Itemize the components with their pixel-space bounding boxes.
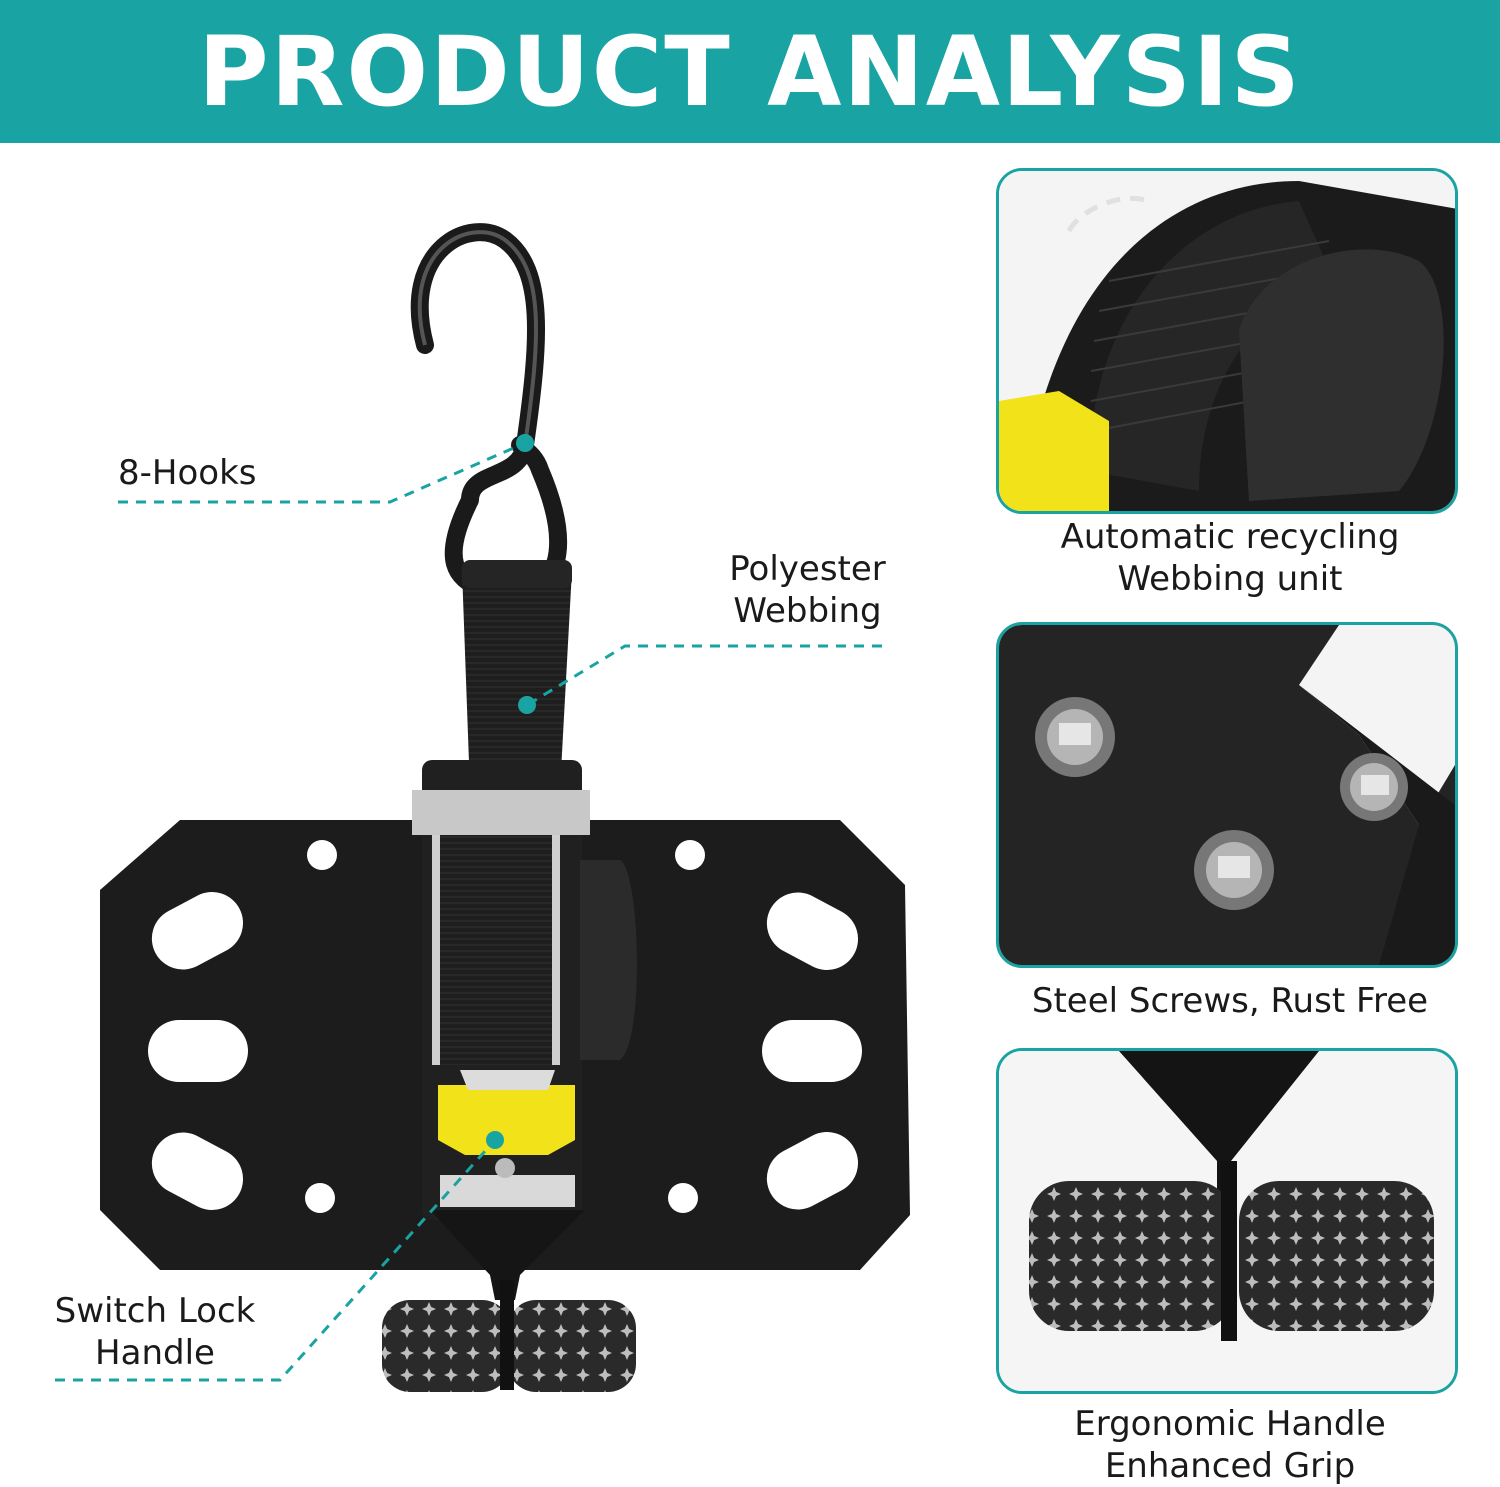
steel-screws-photo	[999, 625, 1455, 965]
detail-card-webbing-unit	[996, 168, 1458, 514]
handle-grip-right	[508, 1300, 636, 1392]
page-title: PRODUCT ANALYSIS	[198, 15, 1302, 128]
ergonomic-handle-photo	[999, 1051, 1455, 1391]
hooks-label: 8-Hooks	[118, 453, 257, 493]
switch-label-line1: Switch Lock	[54, 1291, 256, 1331]
screw-head-3	[1340, 753, 1408, 821]
detail-card-handle	[996, 1048, 1458, 1394]
hooks-leader	[118, 441, 526, 504]
detail-card-steel-screws	[996, 622, 1458, 968]
caption-handle-line2: Enhanced Grip	[1104, 1446, 1356, 1486]
webbing-unit-photo	[999, 171, 1455, 511]
caption-webbing-line1: Automatic recycling	[1060, 517, 1400, 557]
caption-webbing-unit: Automatic recycling Webbing unit	[960, 516, 1500, 600]
switch-label-line2: Handle	[95, 1333, 215, 1373]
caption-screws-line1: Steel Screws, Rust Free	[1031, 981, 1429, 1021]
webbing-label-line1: Polyester	[729, 549, 886, 589]
caption-handle: Ergonomic Handle Enhanced Grip	[960, 1403, 1500, 1487]
caption-webbing-line2: Webbing unit	[1117, 559, 1343, 599]
switch-leader	[55, 1138, 497, 1382]
product-illustration	[55, 223, 910, 1392]
caption-steel-screws: Steel Screws, Rust Free	[960, 980, 1500, 1022]
screw-head-1	[1035, 697, 1115, 777]
header-banner: PRODUCT ANALYSIS	[0, 0, 1500, 143]
screw-head-2	[1194, 830, 1274, 910]
webbing-label: Polyester Webbing	[700, 548, 915, 632]
switch-lock-latch	[438, 1085, 575, 1155]
s-hook	[410, 223, 568, 599]
webbing-leader	[526, 644, 882, 707]
webbing-label-line2: Webbing	[733, 591, 882, 631]
polyester-webbing	[462, 570, 572, 790]
switch-lock-label: Switch Lock Handle	[50, 1290, 260, 1374]
handle-grip-left	[382, 1300, 510, 1392]
caption-handle-line1: Ergonomic Handle	[1074, 1404, 1386, 1444]
